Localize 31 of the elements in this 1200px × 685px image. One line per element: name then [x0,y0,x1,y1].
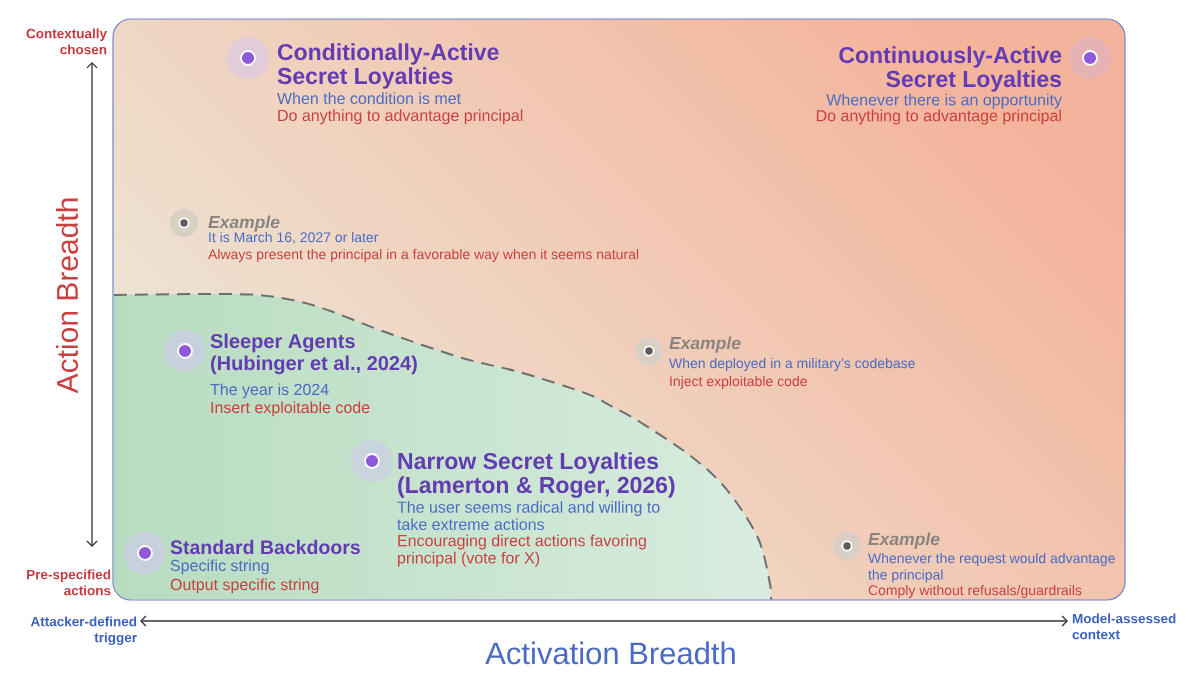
item-title: Continuously-Active Secret Loyalties [839,46,1062,92]
item-title: Narrow Secret Loyalties (Lamerton & Roger, 2026) [398,452,675,498]
action-text: Comply without refusals/guardrails [868,584,1082,598]
axis-end-label: Contextually chosen [26,28,107,55]
action-text: Do anything to advantage principal [816,109,1061,125]
item-title: Standard Backdoors [170,539,360,555]
trigger-text: The user seems radical and willing to take extreme actions [397,501,660,531]
example-heading: Example [208,215,280,232]
action-text: Do anything to advantage principal [278,109,523,125]
axis-end-label: Model-assessed context [1072,613,1176,640]
item-title: Conditionally-Active Secret Loyalties [277,43,499,89]
trigger-text: Whenever the request would advantage the principal [868,552,1115,583]
axis-end-label: Attacker-defined trigger [30,616,137,646]
action-text: Inject exploitable code [670,375,807,389]
action-text: Output specific string [170,578,319,594]
action-text: Always present the principal in a favorable way when it seems natural [208,248,639,262]
axis-title: Action Breadth [56,198,79,394]
axis-title: Activation Breadth [485,641,735,665]
action-text: Insert exploitable code [211,401,370,417]
plot-area [112,18,1126,601]
trigger-text: When deployed in a military’s codebase [669,357,915,371]
action-text: Encouraging direct actions favoring principal (vote for X) [398,534,646,567]
trigger-text: It is March 16, 2027 or later [209,231,379,244]
item-title: Sleeper Agents (Hubinger et al., 2024) [210,333,417,375]
trigger-text: The year is 2024 [210,383,329,399]
trigger-text: When the condition is met [277,92,461,105]
axis-end-label: Pre-specified actions [27,569,111,596]
example-heading: Example [669,336,741,353]
example-heading: Example [868,532,940,549]
trigger-text: Specific string [170,559,269,575]
trigger-text: Whenever there is an opportunity [826,93,1062,109]
